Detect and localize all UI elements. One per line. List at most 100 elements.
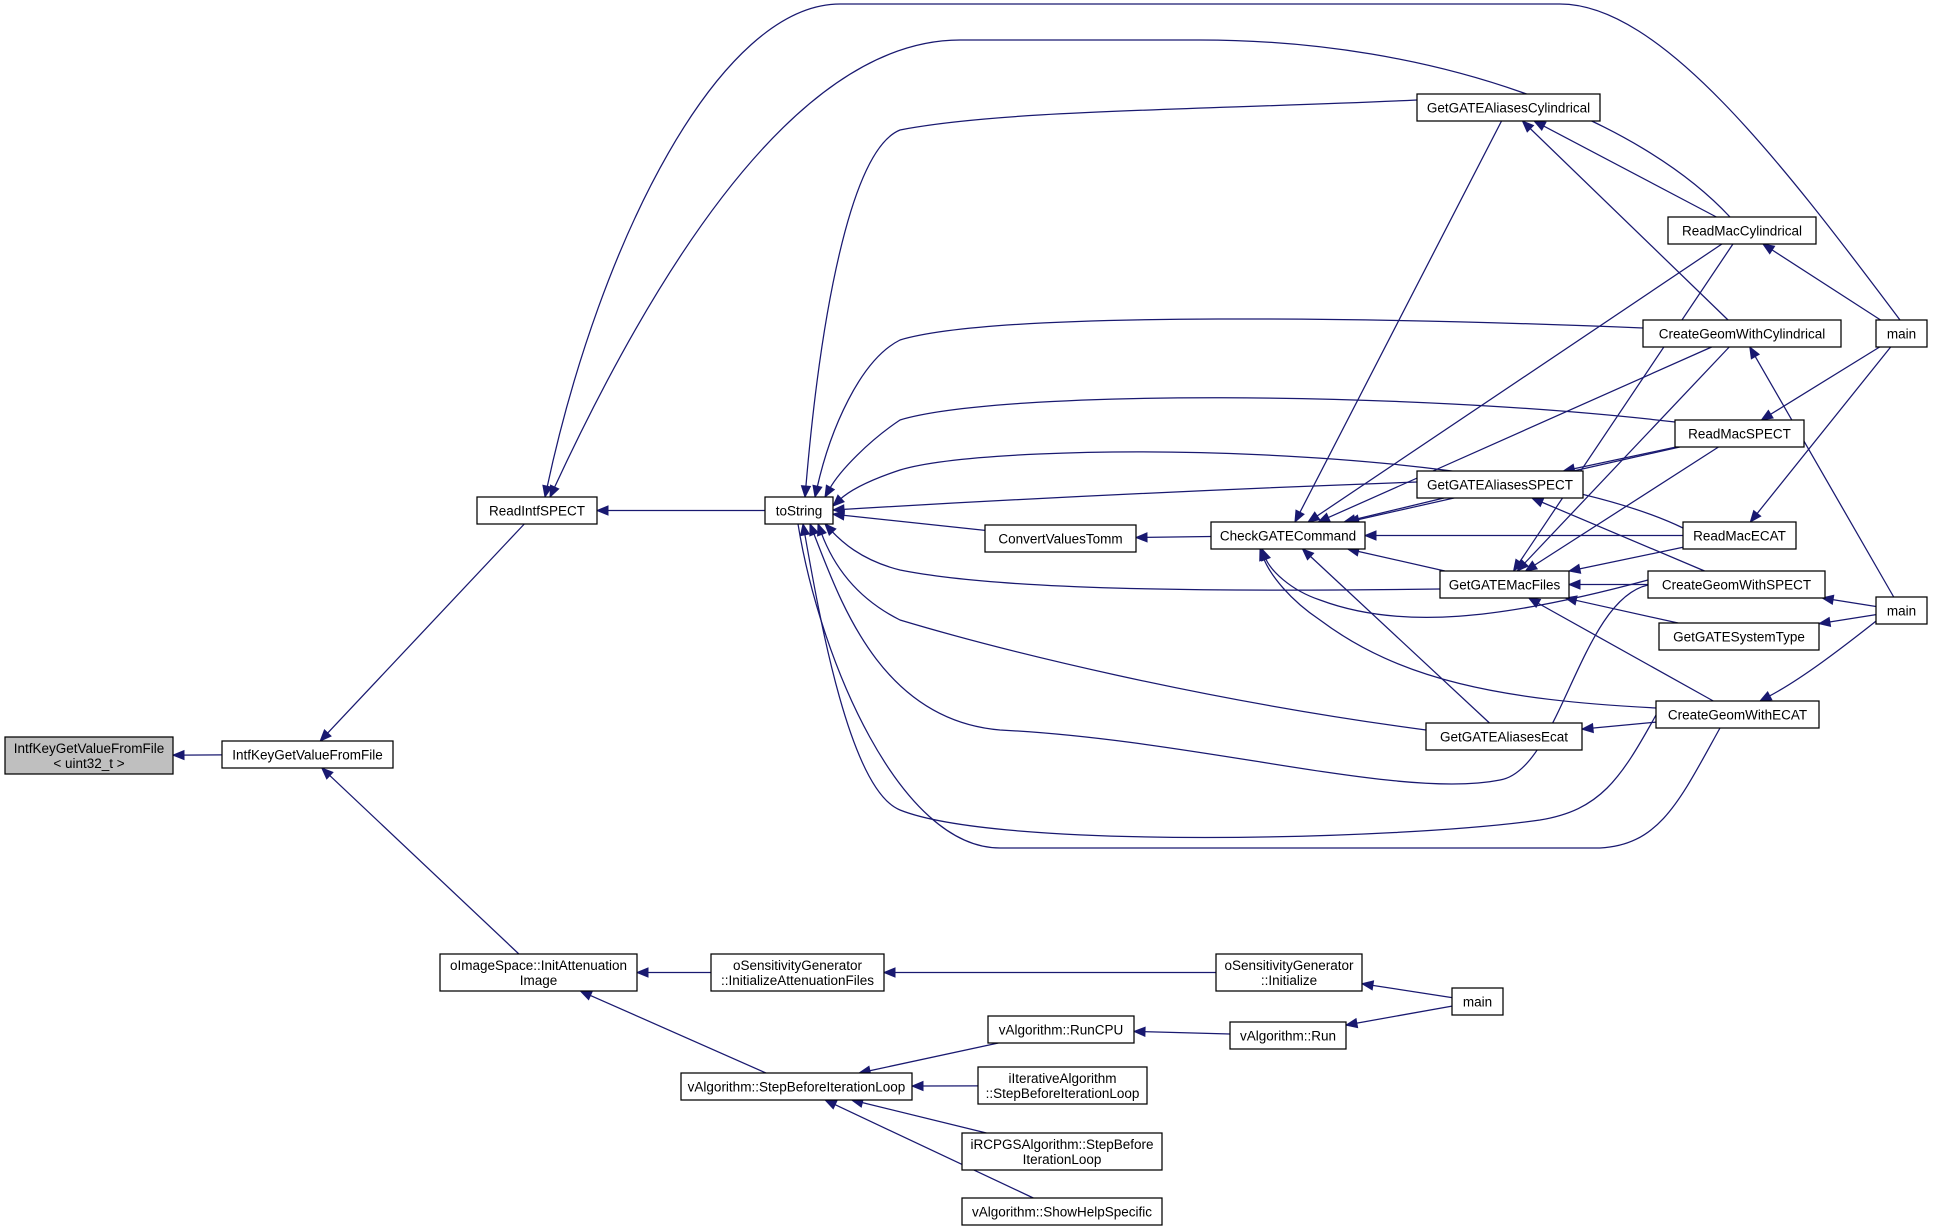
arrow-head — [635, 967, 649, 978]
node-aliasspect[interactable]: GetGATEAliasesSPECT — [1416, 470, 1584, 499]
arrow-head — [1344, 1017, 1359, 1029]
arrow-head — [831, 504, 845, 515]
node-systype[interactable]: GetGATESystemType — [1658, 622, 1820, 651]
node-label: CheckGATECommand — [1220, 529, 1356, 544]
edge-line — [1539, 500, 1705, 572]
edge-readmacspect-to-macfiles — [1524, 446, 1719, 572]
edge-stepbefore-to-initatt — [579, 990, 767, 1074]
arrow-head — [1749, 509, 1762, 524]
node-label: CreateGeomWithSPECT — [1662, 578, 1811, 593]
arrow-head — [800, 485, 812, 499]
edge-line — [1577, 546, 1684, 570]
edge-geomcyl-to-tostring — [812, 318, 1644, 499]
node-geomspect[interactable]: CreateGeomWithSPECT — [1647, 570, 1826, 599]
arrow-head — [809, 522, 820, 537]
edge-line — [1262, 557, 1657, 709]
arrow-head — [1516, 559, 1529, 572]
node-box — [221, 740, 394, 769]
node-run[interactable]: vAlgorithm::Run — [1229, 1021, 1347, 1050]
arrow-head — [1530, 497, 1545, 508]
edge-geomecat-to-tostring-loop — [797, 523, 1721, 849]
node-label: main — [1463, 995, 1492, 1010]
edge-geomecat-to-macfiles — [1527, 597, 1714, 702]
arrow-head — [1363, 530, 1377, 541]
node-root[interactable]: IntfKeyGetValueFromFile< uint32_t > — [4, 736, 174, 775]
arrow-head — [910, 1080, 924, 1092]
arrow-head — [882, 967, 896, 978]
node-label: ReadMacSPECT — [1688, 427, 1791, 442]
node-iterstep[interactable]: iIterativeAlgorithm::StepBeforeIteration… — [977, 1066, 1148, 1105]
node-box — [1647, 570, 1826, 599]
edge-geomspect-to-aliasspect — [1530, 497, 1705, 572]
node-readmacecat[interactable]: ReadMacECAT — [1682, 521, 1797, 550]
edge-initatt-to-ikgvf — [320, 767, 520, 955]
edge-geomcyl-to-aliascyl — [1521, 120, 1729, 321]
arrow-head — [824, 484, 836, 499]
edge-line — [1753, 354, 1895, 598]
edge-line — [1767, 609, 1891, 698]
node-checkgate[interactable]: CheckGATECommand — [1210, 521, 1366, 550]
arrow-head — [823, 1099, 838, 1110]
node-geomecat[interactable]: CreateGeomWithECAT — [1655, 700, 1820, 729]
edge-line — [1298, 120, 1503, 515]
node-convert[interactable]: ConvertValuesTomm — [984, 524, 1137, 553]
edge-sensinitatt-to-initatt — [635, 967, 711, 978]
node-stepbefore[interactable]: vAlgorithm::StepBeforeIterationLoop — [680, 1072, 913, 1101]
edge-readmacecat-to-checkgate — [1363, 530, 1683, 541]
node-main2[interactable]: main — [1875, 596, 1928, 625]
node-readmaccyl[interactable]: ReadMacCylindrical — [1667, 216, 1817, 245]
node-label: iIterativeAlgorithm — [1008, 1071, 1116, 1086]
node-runcpu[interactable]: vAlgorithm::RunCPU — [987, 1015, 1135, 1044]
edge-line — [1574, 599, 1679, 624]
node-label: IntfKeyGetValueFromFile — [14, 741, 165, 756]
edge-line — [1523, 346, 1730, 565]
arrow-head — [1817, 616, 1832, 628]
node-showhelp[interactable]: vAlgorithm::ShowHelpSpecific — [961, 1197, 1163, 1226]
arrow-head — [1306, 511, 1321, 523]
node-geomcyl[interactable]: CreateGeomWithCylindrical — [1642, 319, 1842, 348]
arrow-head — [817, 522, 827, 537]
node-rcpgsstep[interactable]: iRCPGSAlgorithm::StepBeforeIterationLoop — [961, 1132, 1163, 1171]
node-sensinit[interactable]: oSensitivityGenerator::Initialize — [1215, 953, 1363, 992]
edge-line — [816, 318, 1644, 489]
node-label: oImageSpace::InitAttenuation — [450, 958, 627, 973]
edge-line — [1354, 1005, 1453, 1025]
node-box — [1425, 722, 1583, 751]
edge-geomecat-to-aliasecat — [1580, 721, 1657, 734]
edge-line — [588, 994, 767, 1074]
arrow-head — [1580, 722, 1594, 734]
node-aliasecat[interactable]: GetGATEAliasesEcat — [1425, 722, 1583, 751]
node-box — [764, 496, 834, 525]
edge-line — [1528, 126, 1729, 321]
node-label: iRCPGSAlgorithm::StepBefore — [970, 1137, 1153, 1152]
node-tostring[interactable]: toString — [764, 496, 834, 525]
edge-readmaccyl-to-readintf — [549, 39, 1731, 499]
node-readmacspect[interactable]: ReadMacSPECT — [1674, 419, 1805, 448]
edge-line — [830, 530, 1441, 591]
edge-line — [546, 3, 1901, 489]
node-label: CreateGeomWithECAT — [1668, 708, 1807, 723]
node-box — [476, 496, 598, 525]
edge-line — [1315, 243, 1723, 518]
node-box — [1416, 470, 1584, 499]
edge-checkgate-to-convert — [1134, 532, 1212, 543]
node-label: toString — [776, 504, 823, 519]
node-main1[interactable]: main — [1875, 319, 1928, 348]
node-label: < uint32_t > — [53, 756, 124, 771]
node-main3[interactable]: main — [1451, 987, 1504, 1016]
edge-line — [797, 523, 1721, 849]
node-sensinitatt[interactable]: oSensitivityGenerator::InitializeAttenua… — [710, 953, 885, 992]
edge-line — [820, 532, 1427, 731]
node-ikgvf[interactable]: IntfKeyGetValueFromFile — [221, 740, 394, 769]
edge-readmacspect-to-tostring — [824, 397, 1676, 499]
node-macfiles[interactable]: GetGATEMacFiles — [1439, 570, 1570, 599]
arrow-head — [1527, 597, 1542, 609]
node-aliascyl[interactable]: GetGATEAliasesCylindrical — [1416, 93, 1601, 122]
node-box — [1875, 596, 1928, 625]
arrow-head — [579, 990, 594, 1001]
node-label: oSensitivityGenerator — [733, 958, 863, 973]
node-box — [1658, 622, 1820, 651]
node-readintf[interactable]: ReadIntfSPECT — [476, 496, 598, 525]
edge-aliascyl-to-tostring — [800, 99, 1418, 499]
